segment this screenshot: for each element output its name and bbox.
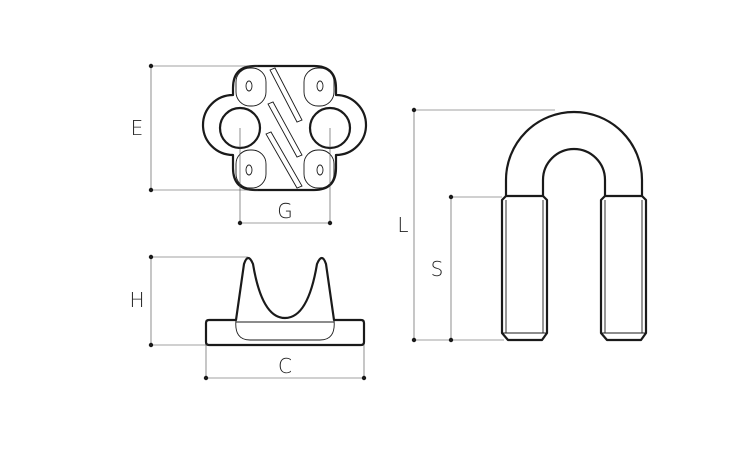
label-c: C <box>278 354 292 378</box>
dimension-e: E <box>131 63 258 193</box>
label-e: E <box>131 116 144 140</box>
label-h: H <box>129 288 144 312</box>
u-bolt <box>500 110 648 342</box>
dimension-h: H <box>129 254 248 348</box>
label-s: S <box>431 257 444 281</box>
dimension-l: L <box>397 107 555 343</box>
saddle-side-view <box>204 256 366 347</box>
dimension-g: G <box>237 128 333 226</box>
saddle-top-view <box>201 64 368 192</box>
dimension-c: C <box>203 345 367 381</box>
label-l: L <box>397 213 408 237</box>
label-g: G <box>277 199 293 223</box>
dimension-s: S <box>431 194 502 343</box>
